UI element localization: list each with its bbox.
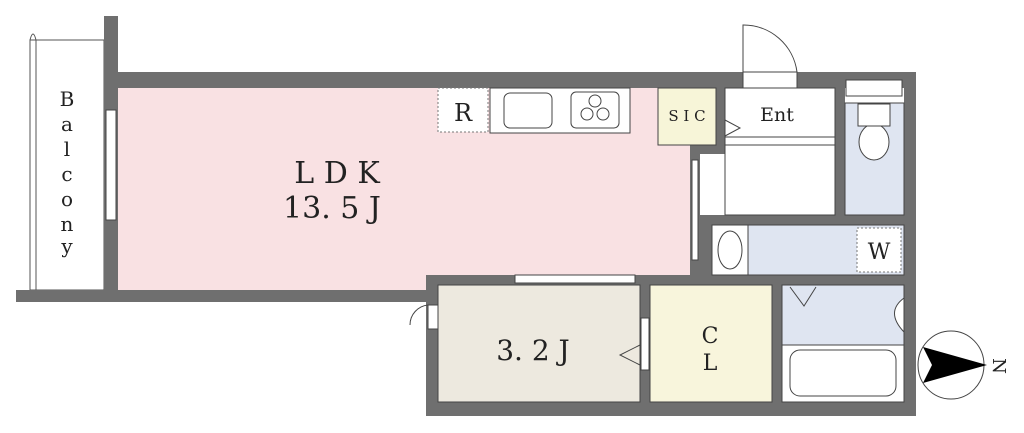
bathtub-icon <box>789 349 897 397</box>
western-room-size: 3. 2 J <box>496 334 570 367</box>
stove-icon <box>570 91 620 129</box>
balcony-letter: l <box>64 137 70 161</box>
sic-label: S I C <box>668 107 705 125</box>
entrance <box>724 87 836 216</box>
sic-room <box>657 87 717 146</box>
refrigerator-label: R <box>454 99 473 127</box>
toilet-icon <box>858 123 890 161</box>
ldk-size: 13. 5 J <box>283 191 381 226</box>
openings <box>105 24 903 371</box>
balcony-letter: c <box>61 162 72 186</box>
balcony-letter: n <box>61 212 74 236</box>
closet-room <box>649 284 773 403</box>
closet-label-l: L <box>703 351 718 376</box>
washer-space <box>856 227 902 273</box>
washbasin-icon <box>717 230 743 270</box>
compass-label: N <box>988 358 1009 374</box>
entrance-label: Ent <box>760 104 794 126</box>
washer-label: W <box>868 240 891 265</box>
balcony-letter: o <box>61 187 73 211</box>
balcony-letter: y <box>60 234 73 258</box>
closet-label-c: C <box>702 324 719 349</box>
ldk-label: L D K <box>294 156 380 191</box>
western-room <box>437 284 641 403</box>
balcony-letter: B <box>60 87 75 111</box>
compass-icon: N <box>917 330 1009 400</box>
sink-icon <box>503 92 553 129</box>
refrigerator-space <box>437 87 489 133</box>
balcony-letter: a <box>61 112 73 136</box>
balcony: B a l c o n y <box>29 33 105 291</box>
